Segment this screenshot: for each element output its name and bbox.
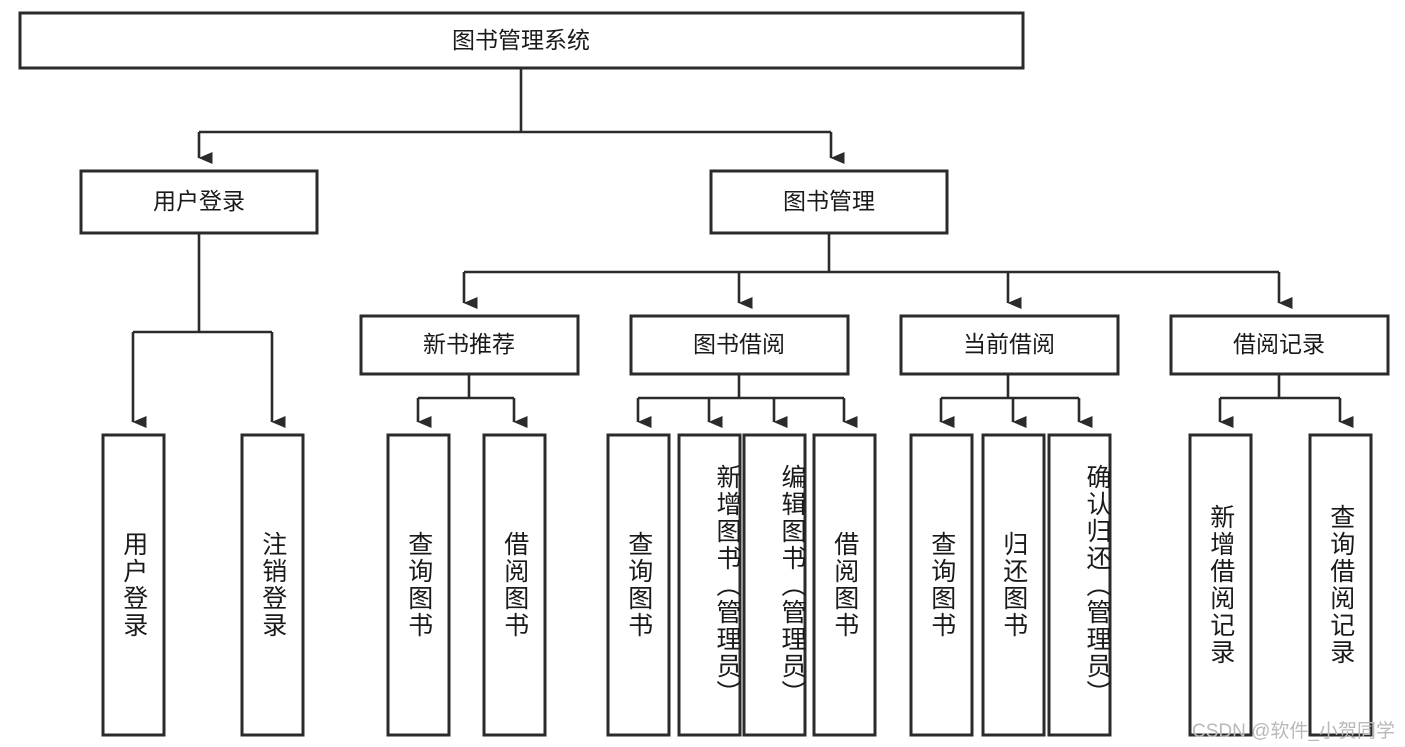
leaf-box-return-book[interactable] [981,433,1046,737]
edge-group-root-to-level1 [197,68,845,164]
edge-group-userlogin-to-leaves [131,233,286,428]
csdn-watermark: CSDN @软件_小贺同学 [1192,721,1395,742]
edge-group-currentborrow-to-leaves [939,374,1093,428]
node-user-login-box[interactable] [79,169,319,235]
edge-group-bookmgmt-to-level2 [462,233,1293,309]
leaf-box-group [101,433,1373,737]
node-level2-borrow-record[interactable]: 借阅记录 [1169,314,1390,376]
node-root-box[interactable] [18,11,1025,70]
edge-group-borrowbook-to-leaves [636,374,858,428]
node-current-borrow-box[interactable] [899,314,1120,376]
node-new-book-recommend-box[interactable] [359,314,580,376]
node-level1-user-login[interactable]: 用户登录 [79,169,319,235]
node-book-management-box[interactable] [709,169,949,235]
node-book-borrow-box[interactable] [629,314,850,376]
node-book-management-label: 图书管理 [783,188,875,214]
leaf-box-query-book-2[interactable] [606,433,671,737]
node-new-book-recommend-label: 新书推荐 [423,331,515,357]
edge-group-borrowrecord-to-leaves [1218,374,1354,428]
node-level2-current-borrow[interactable]: 当前借阅 [899,314,1120,376]
node-level2-book-borrow[interactable]: 图书借阅 [629,314,850,376]
node-level1-book-management[interactable]: 图书管理 [709,169,949,235]
node-borrow-record-box[interactable] [1169,314,1390,376]
leaf-box-user-login[interactable] [101,433,166,737]
node-book-borrow-label: 图书借阅 [693,331,785,357]
node-level2-new-book-recommend[interactable]: 新书推荐 [359,314,580,376]
leaf-box-query-book-1[interactable] [386,433,451,737]
leaf-box-edit-book-admin[interactable] [742,433,807,737]
node-root-label: 图书管理系统 [452,27,590,53]
leaf-box-logout[interactable] [240,433,305,737]
leaf-box-confirm-return-admin[interactable] [1047,433,1112,737]
leaf-box-query-borrow-record[interactable] [1308,433,1373,737]
leaf-box-query-book-3[interactable] [909,433,974,737]
node-user-login-label: 用户登录 [153,188,245,214]
leaf-box-borrow-book-1[interactable] [482,433,547,737]
leaf-box-borrow-book-2[interactable] [812,433,877,737]
edge-group-newbook-to-leaves [416,374,528,428]
node-borrow-record-label: 借阅记录 [1233,331,1325,357]
node-root[interactable]: 图书管理系统 [18,11,1025,70]
leaf-box-add-borrow-record[interactable] [1188,433,1253,737]
node-current-borrow-label: 当前借阅 [963,331,1055,357]
leaf-box-add-book-admin[interactable] [677,433,742,737]
